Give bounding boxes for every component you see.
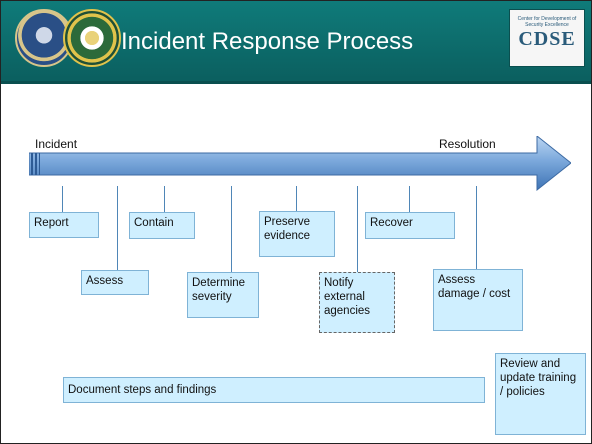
step-assess-damage-cost: Assess damage / cost [433,269,523,331]
step-tick [476,186,477,269]
document-steps-bar: Document steps and findings [63,377,485,403]
step-tick [231,186,232,272]
step-preserve-evidence: Preserve evidence [259,211,335,257]
step-tick [296,186,297,211]
step-recover: Recover [365,212,455,239]
step-tick [62,186,63,212]
header-bar: Incident Response Process Center for Dev… [1,1,591,81]
step-tick [164,186,165,212]
step-notify-external-agencies: Notify external agencies [319,272,395,333]
step-tick [117,186,118,270]
resolution-label: Resolution [439,137,496,151]
step-determine-severity: Determine severity [187,272,259,318]
step-contain: Contain [129,212,195,239]
timeline-arrow [29,136,571,192]
header-divider [1,81,591,84]
page-title: Incident Response Process [121,28,414,55]
cdse-logo-text: CDSE [518,28,576,50]
step-assess: Assess [81,270,149,295]
dss-seal-icon [63,9,121,67]
step-report: Report [29,212,99,238]
cdse-logo: Center for Development of Security Excel… [509,9,585,67]
step-tick [409,186,410,212]
incident-label: Incident [35,137,78,151]
review-update-box: Review and update training / policies [495,353,586,435]
step-tick [357,186,358,272]
cdse-logo-tagline: Center for Development of Security Excel… [517,16,577,28]
